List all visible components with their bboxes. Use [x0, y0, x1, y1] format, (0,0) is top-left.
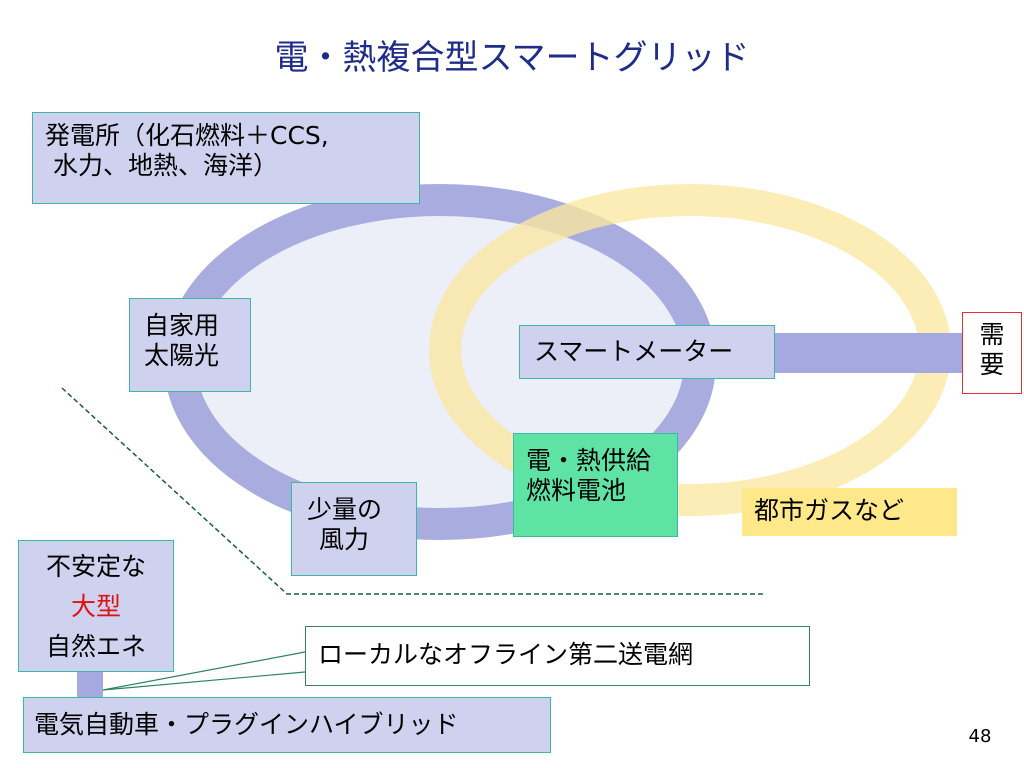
- unstable-line1: 不安定な: [45, 552, 146, 581]
- smart-meter-box: スマートメーター: [519, 325, 775, 379]
- unstable-line3: 自然エネ: [45, 632, 146, 661]
- ev-connector: [77, 672, 103, 698]
- power-plant-box: 発電所（化石燃料＋CCS, 水力、地熱、海洋）: [32, 112, 420, 204]
- small-wind-line1: 少量の: [307, 495, 383, 524]
- demand-line2: 要: [979, 350, 1005, 379]
- home-solar-line1: 自家用: [144, 311, 220, 340]
- page-number: 48: [968, 726, 992, 747]
- demand-box: 需 要: [962, 312, 1022, 394]
- home-solar-box: 自家用 太陽光: [129, 298, 251, 392]
- fuel-cell-box: 電・熱供給 燃料電池: [513, 433, 678, 537]
- small-wind-box: 少量の 風力: [291, 482, 417, 576]
- home-solar-line2: 太陽光: [144, 341, 220, 370]
- small-wind-line2: 風力: [319, 525, 370, 554]
- unstable-line2: 大型: [70, 592, 121, 621]
- offline-grid-box: ローカルなオフライン第二送電網: [305, 626, 810, 686]
- fuel-cell-line2: 燃料電池: [526, 476, 627, 505]
- ev-box: 電気自動車・プラグインハイブリッド: [23, 697, 551, 753]
- callout-line: [102, 651, 306, 691]
- meter-demand-connector: [775, 333, 963, 373]
- power-plant-line1: 発電所（化石燃料＋CCS,: [45, 121, 329, 150]
- unstable-renewable-box: 不安定な 大型 自然エネ: [18, 540, 174, 672]
- page-title: 電・熱複合型スマートグリッド: [274, 38, 750, 78]
- power-plant-line2: 水力、地熱、海洋）: [45, 151, 278, 180]
- fuel-cell-line1: 電・熱供給: [526, 446, 652, 475]
- offline-grid-boundary: [61, 387, 765, 595]
- city-gas-label: 都市ガスなど: [742, 488, 957, 536]
- callout-line: [102, 671, 306, 691]
- demand-line1: 需: [979, 320, 1005, 349]
